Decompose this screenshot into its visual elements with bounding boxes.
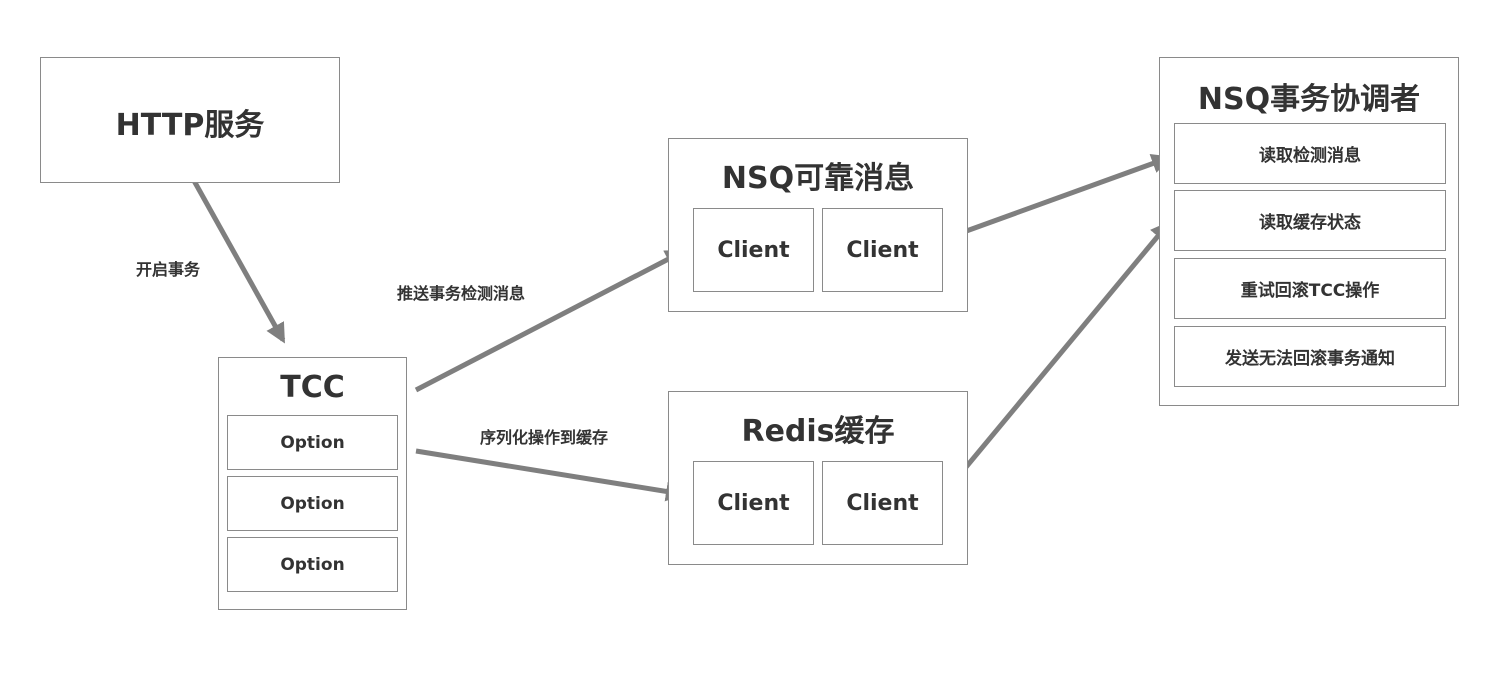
arrow-http-to-tcc xyxy=(185,168,286,344)
nsq-client: Client xyxy=(693,208,814,292)
nsq-message-title: NSQ可靠消息 xyxy=(721,161,915,196)
edge-label-push-check: 推送事务检测消息 xyxy=(397,284,526,303)
redis-cache-title: Redis缓存 xyxy=(741,414,895,449)
edge-label-start-tx: 开启事务 xyxy=(136,260,201,279)
tcc-box: TCC Option Option Option xyxy=(218,357,407,610)
nsq-client: Client xyxy=(822,208,943,292)
redis-cache-box: Redis缓存 Client Client xyxy=(668,391,968,565)
http-service-box: HTTP服务 xyxy=(40,57,340,183)
coordinator-item: 读取缓存状态 xyxy=(1174,190,1446,251)
tcc-option: Option xyxy=(227,415,398,470)
tcc-title: TCC xyxy=(280,370,345,405)
tcc-option: Option xyxy=(227,476,398,531)
arrow-tcc-to-redis xyxy=(415,448,686,502)
coordinator-item: 读取检测消息 xyxy=(1174,123,1446,184)
nsq-message-box: NSQ可靠消息 Client Client xyxy=(668,138,968,312)
nsq-coordinator-box: NSQ事务协调者 读取检测消息 读取缓存状态 重试回滚TCC操作 发送无法回滚事… xyxy=(1159,57,1459,406)
tcc-option: Option xyxy=(227,537,398,592)
arrow-tcc-to-nsq xyxy=(414,249,686,393)
coordinator-item: 重试回滚TCC操作 xyxy=(1174,258,1446,319)
nsq-coordinator-title: NSQ事务协调者 xyxy=(1197,82,1421,117)
redis-client: Client xyxy=(822,461,943,545)
redis-client: Client xyxy=(693,461,814,545)
edge-label-serialize-cache: 序列化操作到缓存 xyxy=(480,428,609,447)
coordinator-item: 发送无法回滚事务通知 xyxy=(1174,326,1446,387)
arrow-nsq-to-coordinator xyxy=(946,154,1172,241)
http-service-title: HTTP服务 xyxy=(115,108,265,143)
arrow-redis-to-coordinator xyxy=(945,220,1171,492)
